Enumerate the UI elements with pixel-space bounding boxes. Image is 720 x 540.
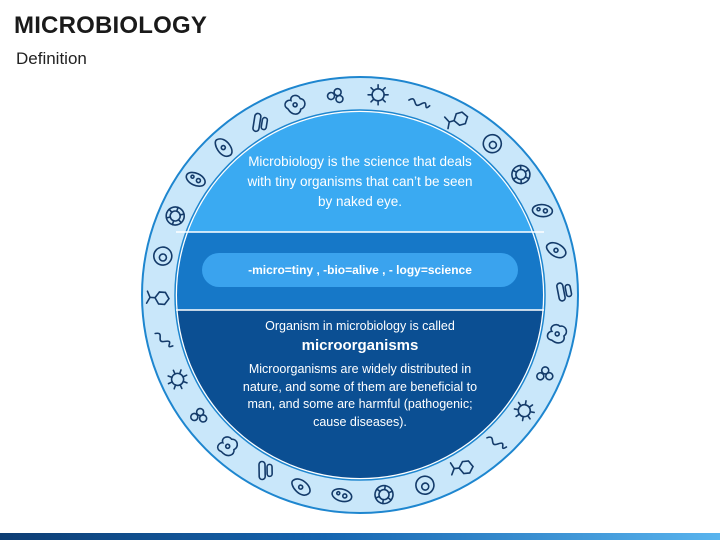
rod-bacteria-icon: [252, 112, 269, 133]
definition-text: Microbiology is the science that deals w…: [247, 154, 473, 209]
diatom-icon: [511, 164, 531, 185]
spirillum-icon: [408, 98, 431, 109]
etymology-pill-text: -micro=tiny , -bio=alive , - logy=scienc…: [248, 263, 472, 277]
footer-accent-bar: [0, 533, 720, 540]
page-title: MICROBIOLOGY: [14, 12, 208, 39]
bacteriophage-icon: [449, 460, 475, 476]
virus-icon: [167, 369, 188, 390]
organism-lead-text: Organism in microbiology is called: [265, 319, 455, 333]
diatom-icon: [165, 206, 185, 226]
virus-icon: [367, 84, 389, 106]
protozoa-icon: [531, 203, 554, 218]
microorganisms-keyword: microorganisms: [301, 337, 419, 354]
microorganisms-description: Microorganisms are widely distributed in…: [242, 362, 478, 429]
protozoa-icon: [331, 488, 353, 503]
paramecium-icon: [214, 138, 233, 158]
protozoa-icon: [185, 171, 206, 187]
paramecium-icon: [291, 478, 311, 496]
spirillum-icon: [154, 332, 174, 348]
cell-icon: [153, 246, 173, 266]
bacteriophage-icon: [443, 111, 469, 130]
rod-bacteria-icon: [258, 460, 273, 481]
cell-icon: [415, 475, 435, 496]
definition-pill: [202, 253, 518, 287]
diatom-icon: [374, 484, 394, 505]
rod-bacteria-icon: [556, 282, 573, 302]
coccus-icon: [536, 366, 554, 381]
amoeba-icon: [216, 436, 239, 457]
bacteriophage-icon: [145, 290, 170, 306]
amoeba-icon: [546, 323, 568, 344]
amoeba-icon: [284, 94, 306, 115]
page-subtitle: Definition: [16, 49, 87, 68]
paramecium-icon: [545, 241, 567, 259]
coccus-icon: [326, 87, 344, 104]
spirillum-icon: [486, 436, 508, 450]
virus-icon: [513, 400, 535, 422]
coccus-icon: [190, 407, 208, 423]
cell-icon: [482, 133, 503, 154]
